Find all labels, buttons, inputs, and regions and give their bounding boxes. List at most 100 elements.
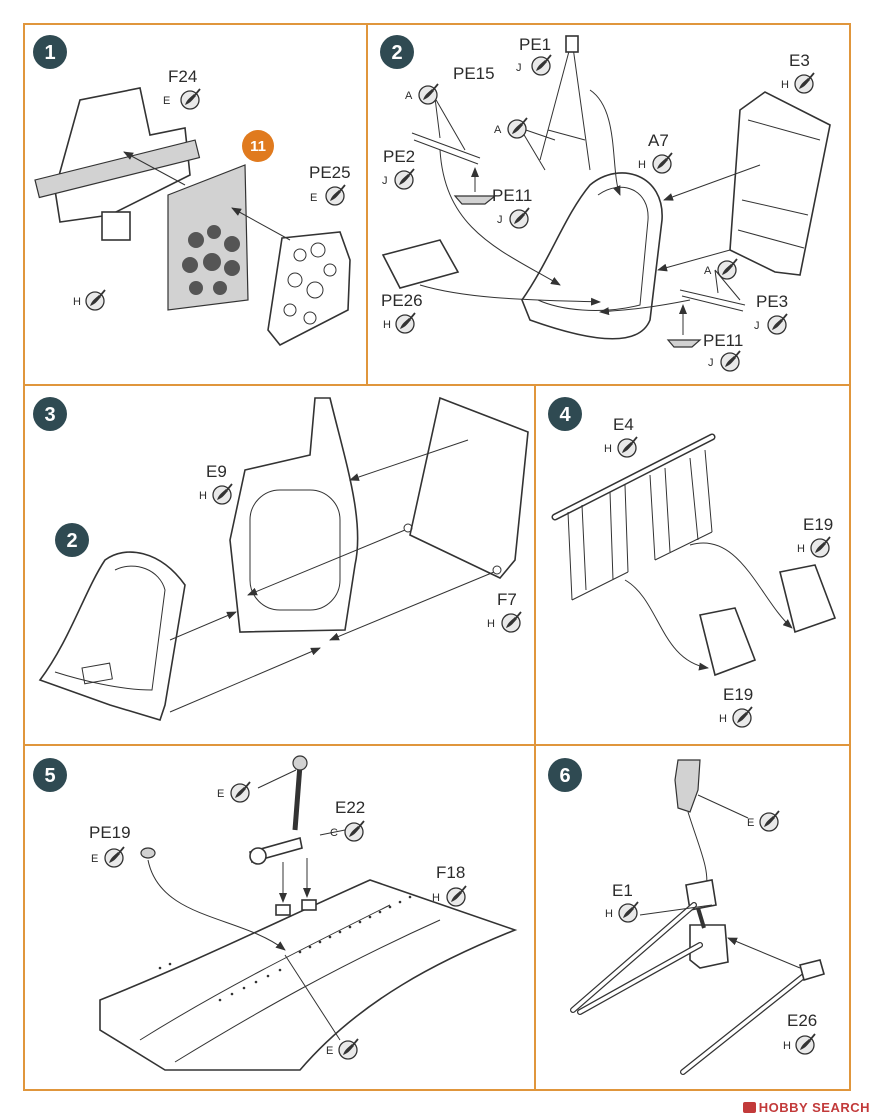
floor-rivets (158, 895, 412, 1002)
control-stick (292, 764, 303, 831)
svg-text:F18: F18 (436, 863, 465, 882)
svg-text:2: 2 (391, 42, 402, 64)
step-4-panel: 4 E4 H E19 H E19 H (548, 397, 837, 728)
control-shaft (687, 811, 708, 891)
svg-text:H: H (638, 159, 646, 171)
step-1-badge: 1 (33, 35, 67, 69)
leg-e26-end (799, 959, 825, 982)
svg-text:J: J (708, 357, 714, 369)
svg-text:11: 11 (250, 138, 266, 155)
pe25-holes (283, 242, 337, 325)
arrow-4a (624, 579, 709, 671)
label-pe26: PE26 H (381, 291, 423, 334)
svg-text:PE2: PE2 (383, 147, 415, 166)
label-pe2: PE2 J (382, 147, 415, 190)
arrow-1a (123, 151, 186, 186)
paint-brush-icon (338, 1038, 359, 1060)
label-e26: E26 H (783, 1011, 817, 1055)
watermark-text: HOBBY SEARCH (758, 1100, 870, 1115)
floor-ribs (139, 904, 441, 1063)
frame-bars (737, 119, 821, 249)
svg-text:PE3: PE3 (756, 292, 788, 311)
step-2-badge: 2 (380, 35, 414, 69)
arrow-5c (147, 859, 286, 951)
paint-brush-icon (759, 810, 780, 832)
panel-dials (182, 225, 240, 295)
svg-text:PE19: PE19 (89, 823, 131, 842)
leg-2-fill (578, 943, 702, 1014)
shaft-e1 (696, 907, 706, 929)
label-e4: E4 H (604, 415, 638, 458)
svg-text:A: A (405, 90, 413, 102)
paint-brush-icon (509, 207, 530, 229)
svg-text:E22: E22 (335, 798, 365, 817)
svg-text:H: H (383, 319, 391, 331)
rudder-legs (567, 449, 713, 601)
seat-assembly (38, 551, 186, 721)
label-e-stick: E (217, 781, 251, 803)
seat-assembly-inner (54, 565, 166, 691)
pe11-bottom (666, 339, 702, 348)
panel-grid (23, 23, 851, 1091)
svg-text:PE11: PE11 (492, 186, 532, 205)
svg-text:E: E (217, 788, 224, 800)
svg-text:A: A (494, 124, 502, 136)
svg-text:H: H (487, 618, 495, 630)
svg-text:E: E (91, 853, 98, 865)
svg-text:J: J (754, 320, 760, 332)
svg-text:A7: A7 (648, 131, 669, 150)
svg-text:E: E (326, 1045, 333, 1057)
paint-brush-icon (810, 536, 831, 558)
label-e1: E1 H (605, 881, 639, 923)
label-a-3: A (704, 258, 738, 280)
svg-text:H: H (604, 443, 612, 455)
svg-text:H: H (781, 79, 789, 91)
paint-brush-icon (717, 258, 738, 280)
stick-grip (292, 755, 308, 771)
svg-text:PE26: PE26 (381, 291, 423, 310)
paint-brush-icon (395, 312, 416, 334)
mount-rail (34, 139, 201, 199)
paint-brush-icon (418, 83, 439, 105)
arrow-3a (349, 439, 469, 481)
step-5-panel: 5 E E22 C (33, 755, 518, 1071)
label-pe25: PE25 E (309, 163, 351, 206)
paint-brush-icon (767, 313, 788, 335)
step-5-badge: 5 (33, 758, 67, 792)
step-6-badge: 6 (548, 758, 582, 792)
paint-brush-icon (617, 436, 638, 458)
arrow-4b (689, 542, 793, 629)
step-1-panel: 1 11 F24 E PE25 E (33, 35, 351, 347)
step-4-badge: 4 (548, 397, 582, 431)
label-pe3: PE3 J (754, 292, 788, 335)
frame-e3 (729, 91, 831, 276)
ref-step-2-badge: 2 (55, 523, 89, 557)
svg-text:1: 1 (44, 42, 55, 64)
label-e-handle: E (747, 810, 780, 832)
arrow-1b (231, 207, 291, 241)
label-a-1: A (405, 83, 439, 105)
ref-step-11-badge: 11 (242, 130, 274, 162)
bracket-h (101, 211, 131, 241)
paint-brush-icon (720, 350, 741, 372)
pin-hole-2 (492, 565, 502, 575)
svg-text:J: J (497, 214, 503, 226)
label-pe11-top: PE11 J (492, 186, 532, 229)
paint-brush-icon (531, 54, 552, 76)
bulkhead-e9 (229, 397, 359, 633)
svg-text:PE11: PE11 (703, 331, 743, 350)
paint-brush-icon (212, 483, 233, 505)
arrow-3e (169, 647, 321, 713)
paint-brush-icon (652, 152, 673, 174)
arrow-2e (419, 284, 601, 306)
rudder-bar-fill (553, 435, 714, 519)
svg-text:E26: E26 (787, 1011, 817, 1030)
harness-pe1 (539, 39, 591, 171)
svg-text:3: 3 (44, 404, 55, 426)
label-pe11-bottom: PE11 J (703, 331, 743, 372)
label-f24: F24 E (163, 67, 201, 110)
svg-text:PE25: PE25 (309, 163, 351, 182)
arrow-2a (439, 149, 561, 286)
panel-f7 (409, 396, 529, 579)
svg-text:E3: E3 (789, 51, 810, 70)
